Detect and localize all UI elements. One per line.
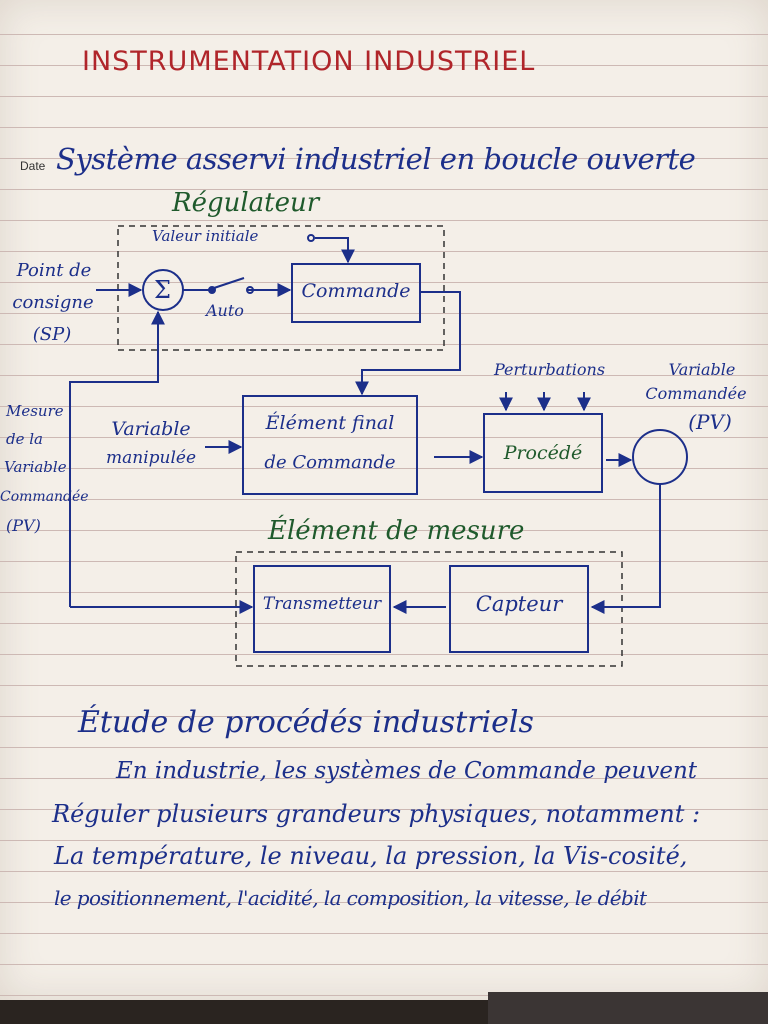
measured-var-line-2: de la: [6, 430, 43, 448]
feedback-line: [69, 310, 165, 607]
setpoint-line-3: (SP): [32, 324, 72, 345]
initial-value-label: Valeur initiale: [152, 227, 259, 245]
page-edge-tab: [488, 992, 768, 1024]
measured-var-line-4: Commandée: [0, 489, 89, 505]
disturbances-label: Perturbations: [494, 360, 606, 379]
final-element-line-2: de Commande: [264, 452, 396, 473]
sum-symbol: Σ: [154, 276, 171, 304]
pv-right-line-2: Commandée: [645, 384, 747, 403]
notebook-page: [0, 0, 768, 1000]
measure-dashed-box: [235, 551, 623, 667]
sensor-block: [449, 565, 589, 653]
ruled-lines: [0, 0, 768, 1000]
arrow-pv-sensor: [590, 484, 661, 614]
arrow-initial-value: [315, 237, 355, 264]
measured-var-line-1: Mesure: [6, 402, 64, 420]
measured-var-line-5: (PV): [6, 516, 41, 535]
regulator-dashed-box: [117, 225, 445, 351]
body-line-1: En industrie, les systèmes de Commande p…: [116, 758, 698, 784]
final-element-block: [242, 395, 418, 495]
control-loop-diagram: [69, 225, 688, 667]
pv-output-circle: [632, 429, 688, 485]
setpoint-line-1: Point de: [16, 260, 92, 281]
auto-label: Auto: [206, 301, 244, 320]
setpoint-line-2: consigne: [12, 292, 94, 313]
auto-switch: [213, 277, 245, 289]
final-element-line-1: Élément final: [265, 412, 395, 434]
section1-title: Système asservi industriel en boucle ouv…: [56, 142, 696, 176]
measured-var-line-3: Variable: [4, 458, 67, 476]
process-block: [483, 413, 603, 493]
process-label: Procédé: [503, 442, 583, 464]
sensor-label: Capteur: [475, 592, 563, 616]
transmitter-label: Transmetteur: [262, 594, 382, 614]
transmitter-block: [253, 565, 391, 653]
regulator-title: Régulateur: [172, 188, 320, 218]
page-title: INSTRUMENTATION INDUSTRIEL: [82, 46, 536, 77]
command-label: Commande: [301, 280, 411, 302]
manipulated-var-line-2: manipulée: [105, 448, 197, 468]
body-line-3: La température, le niveau, la pression, …: [54, 842, 688, 870]
pv-right-line-1: Variable: [668, 360, 736, 379]
manipulated-var-line-1: Variable: [111, 418, 191, 440]
date-label: Date: [20, 159, 46, 173]
pv-right-line-3: (PV): [688, 410, 732, 434]
section2-title: Étude de procédés industriels: [78, 705, 534, 740]
body-line-2: Réguler plusieurs grandeurs physiques, n…: [52, 800, 701, 828]
body-line-4: le positionnement, l'acidité, la composi…: [54, 886, 647, 910]
measure-element-title: Élément de mesure: [268, 516, 525, 546]
arrow-command-final: [355, 291, 461, 396]
